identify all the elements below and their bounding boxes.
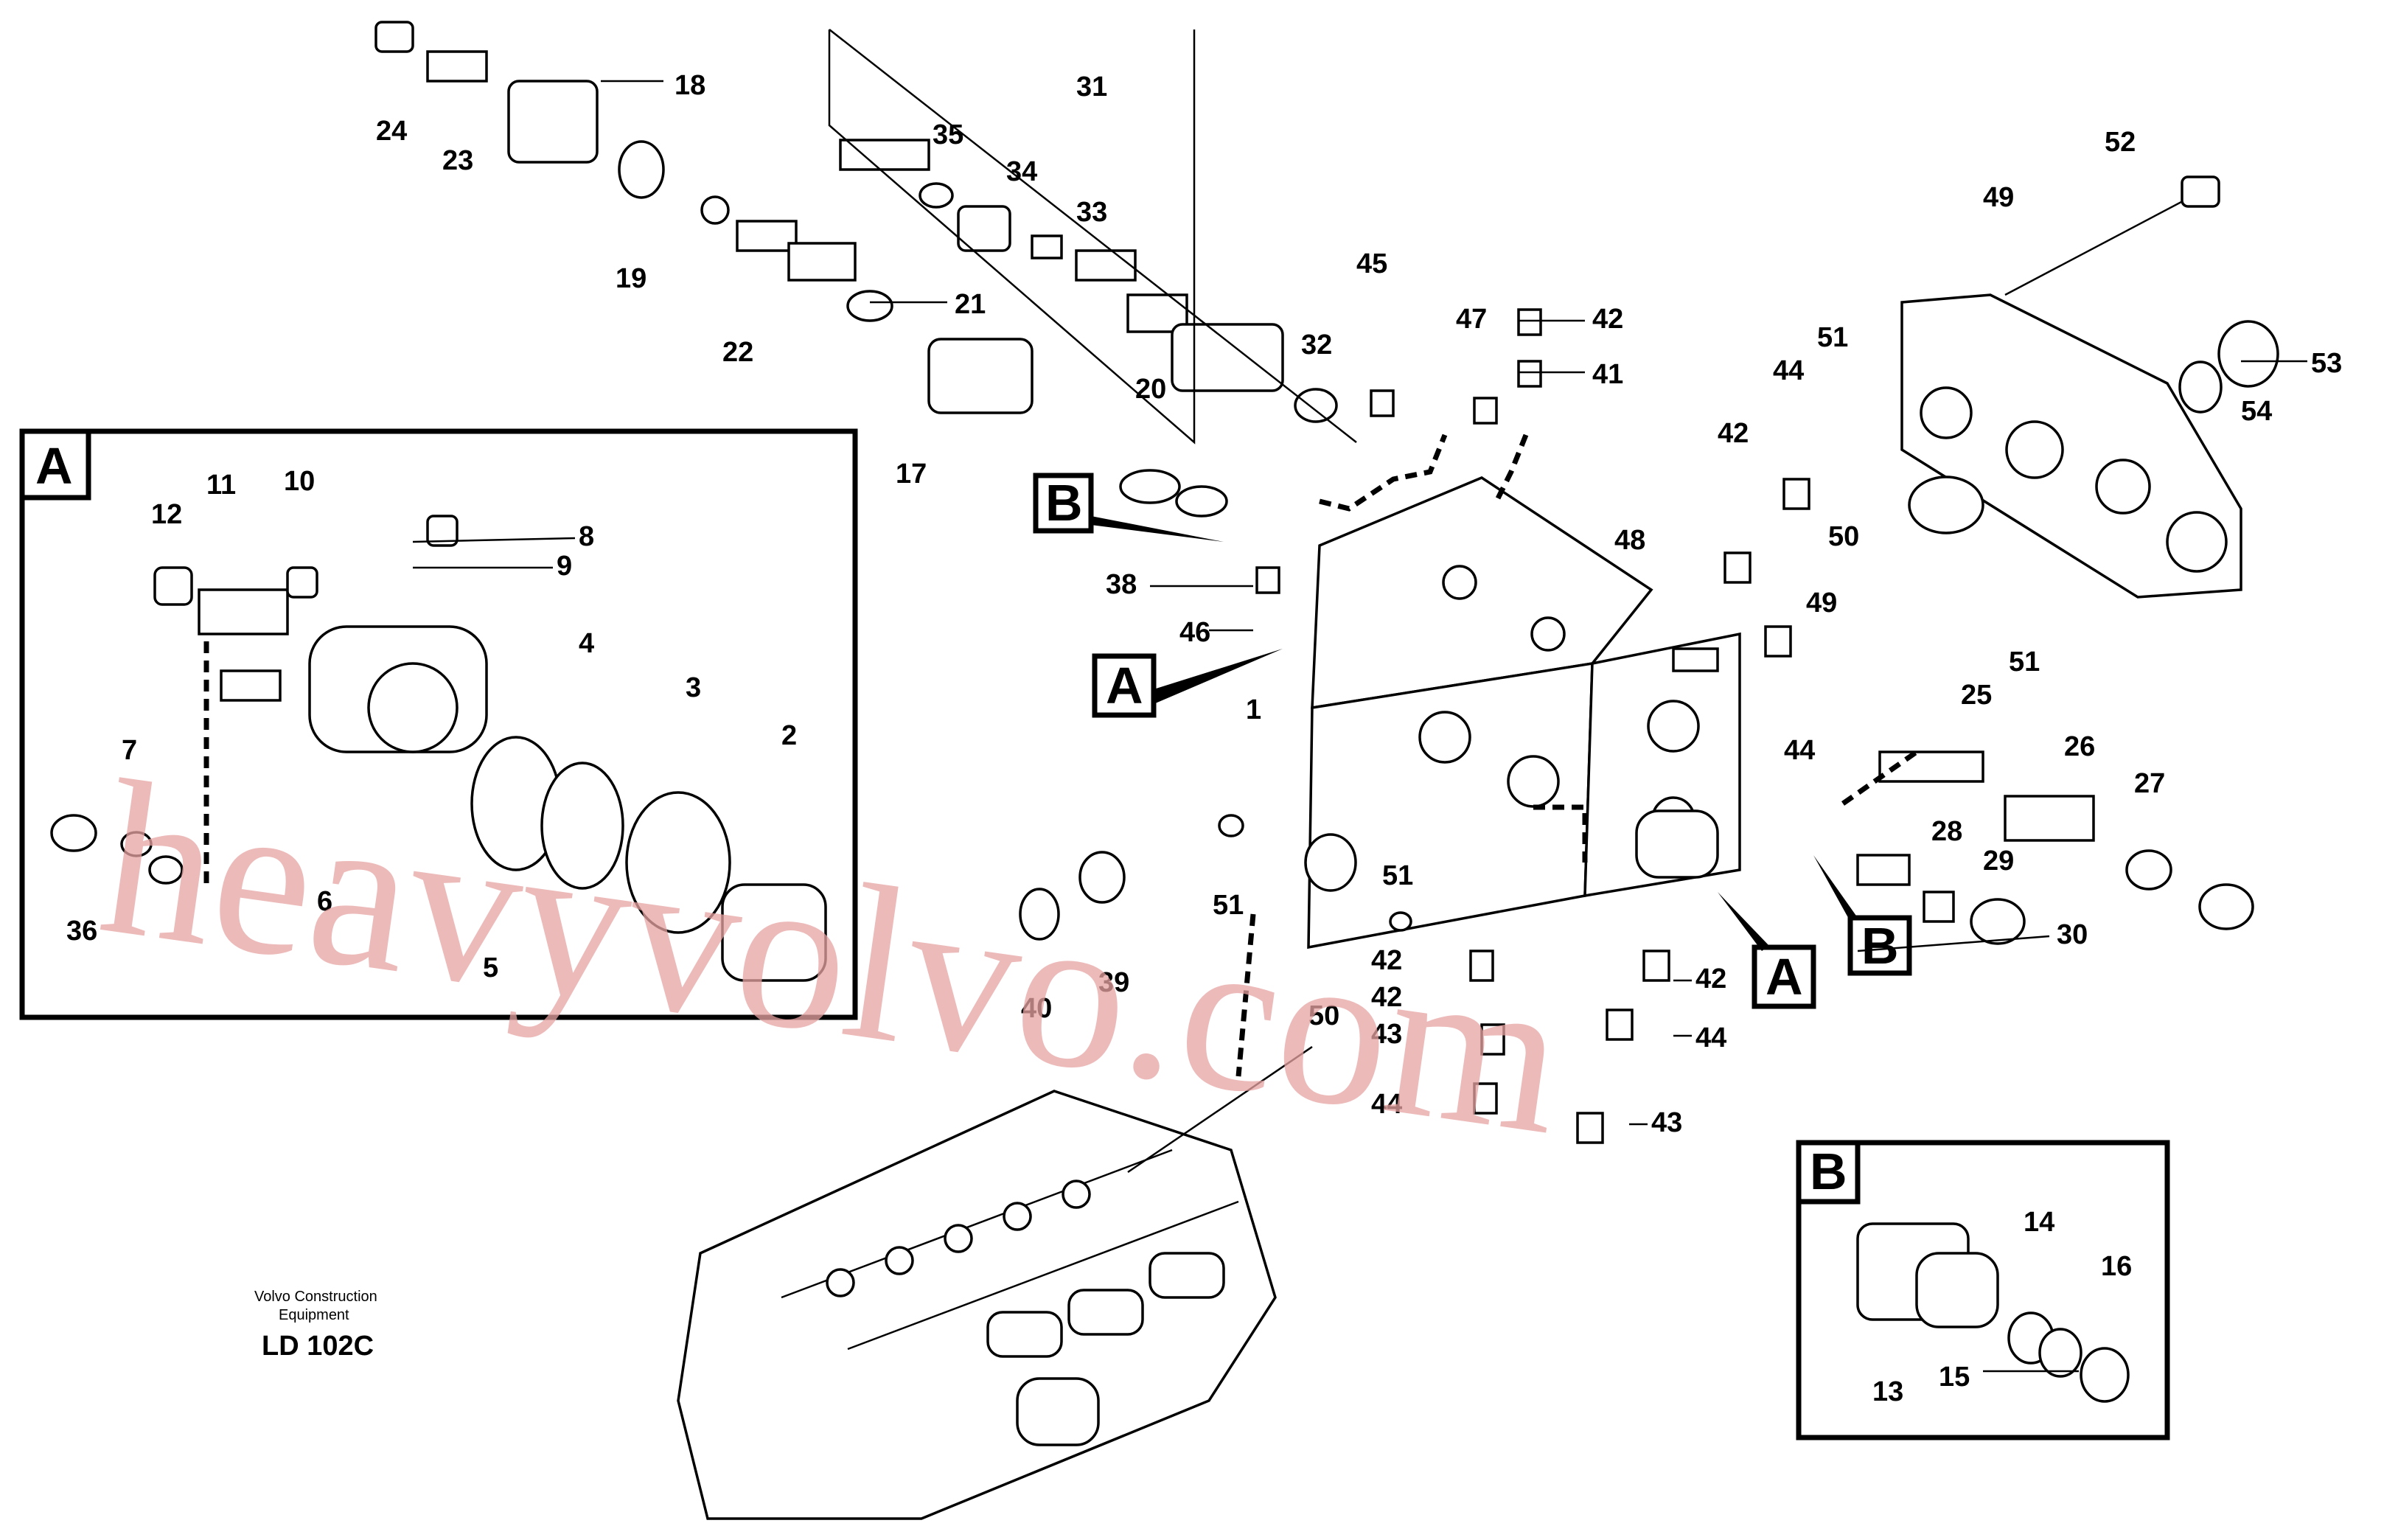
- callout-10: 10: [284, 466, 315, 497]
- callout-42: 42: [1592, 304, 1623, 335]
- callout-48: 48: [1614, 525, 1645, 556]
- callout-44b: 44: [1784, 735, 1815, 766]
- callout-7: 7: [122, 735, 137, 766]
- callout-33: 33: [1076, 197, 1107, 228]
- callout-51d: 51: [1382, 860, 1413, 891]
- section-marker-a-1: A: [1092, 649, 1283, 718]
- callout-44c: 44: [1695, 1022, 1726, 1053]
- callout-18: 18: [675, 70, 705, 101]
- callout-52: 52: [2105, 127, 2136, 158]
- drawing-code: LD 102C: [262, 1331, 374, 1362]
- callout-16: 16: [2101, 1251, 2132, 1282]
- section-marker-b-2: B: [1813, 855, 1912, 976]
- callout-30: 30: [2057, 919, 2088, 950]
- callout-5: 5: [483, 952, 498, 983]
- callout-54: 54: [2241, 396, 2272, 427]
- leader-lines: [412, 80, 2307, 1373]
- valve-assembly-31: [828, 29, 1357, 445]
- callout-50b: 50: [1308, 1000, 1339, 1031]
- callout-19: 19: [616, 263, 646, 294]
- complete-valve-illustration: [677, 1045, 1313, 1520]
- svg-text:A: A: [1766, 948, 1803, 1006]
- section-marker-b-1: B: [1033, 473, 1224, 542]
- callout-22: 22: [722, 337, 753, 368]
- callout-50: 50: [1828, 521, 1859, 552]
- callout-40: 40: [1021, 993, 1052, 1024]
- drawing-credit: Volvo Construction Equipment LD 102C: [254, 1289, 377, 1362]
- svg-text:A: A: [1106, 657, 1143, 714]
- callout-53: 53: [2311, 348, 2342, 379]
- callout-39: 39: [1098, 967, 1129, 998]
- lower-parts: [203, 308, 2254, 1144]
- callout-42b: 42: [1718, 418, 1749, 449]
- callout-4: 4: [579, 628, 594, 659]
- callout-12: 12: [151, 499, 182, 530]
- inset-a-label: A: [35, 437, 73, 495]
- callout-51b: 51: [2009, 647, 2040, 677]
- inset-b: B: [1796, 1140, 2170, 1440]
- svg-text:B: B: [1861, 917, 1899, 975]
- callout-42c: 42: [1695, 964, 1726, 994]
- callout-41: 41: [1592, 359, 1623, 390]
- callout-17: 17: [896, 459, 927, 489]
- callout-8: 8: [579, 521, 594, 552]
- side-cover-49: [1900, 175, 2279, 599]
- callout-24: 24: [376, 116, 407, 147]
- callout-9: 9: [557, 551, 572, 582]
- callout-28: 28: [1931, 816, 1962, 847]
- callout-21: 21: [955, 289, 986, 320]
- callout-32: 32: [1301, 330, 1332, 360]
- callout-6: 6: [317, 886, 332, 917]
- callout-25: 25: [1961, 680, 1992, 711]
- callout-43: 43: [1371, 1019, 1402, 1050]
- callout-2: 2: [781, 720, 797, 751]
- callout-15: 15: [1939, 1362, 1970, 1393]
- relief-valve-assembly: [374, 21, 1228, 518]
- callout-13: 13: [1872, 1376, 1903, 1407]
- inset-a: A: [19, 428, 858, 1020]
- callout-23: 23: [442, 145, 473, 176]
- callout-26: 26: [2064, 731, 2095, 762]
- svg-text:B: B: [1045, 474, 1083, 532]
- section-marker-a-2: A: [1718, 892, 1816, 1009]
- callout-14: 14: [2024, 1207, 2054, 1238]
- callout-numbers: 1 2 3 4 5 6 7 8 9 10 11 12 13 14 15 16 1…: [66, 70, 2342, 1407]
- callout-27: 27: [2134, 768, 2165, 799]
- callout-45: 45: [1356, 248, 1387, 279]
- credit-line-2: Equipment: [279, 1307, 349, 1323]
- callout-20: 20: [1135, 374, 1166, 405]
- callout-49b: 49: [1806, 588, 1837, 619]
- callout-43b: 43: [1651, 1107, 1682, 1138]
- callout-44: 44: [1773, 355, 1804, 386]
- callout-29: 29: [1983, 846, 2014, 877]
- credit-line-1: Volvo Construction: [254, 1289, 377, 1305]
- callout-46: 46: [1179, 617, 1210, 648]
- callout-34: 34: [1006, 156, 1037, 187]
- callout-31: 31: [1076, 72, 1107, 102]
- callout-42d: 42: [1371, 945, 1402, 976]
- callout-51c: 51: [1213, 890, 1244, 921]
- callout-47: 47: [1456, 304, 1487, 335]
- inset-b-label: B: [1810, 1143, 1847, 1200]
- callout-38: 38: [1106, 569, 1137, 600]
- callout-11: 11: [206, 470, 236, 501]
- callout-51: 51: [1817, 322, 1848, 353]
- callout-44d: 44: [1371, 1089, 1402, 1120]
- callout-3: 3: [686, 672, 701, 703]
- callout-1: 1: [1246, 694, 1261, 725]
- callout-42e: 42: [1371, 982, 1402, 1013]
- callout-36: 36: [66, 916, 97, 947]
- callout-49: 49: [1983, 182, 2014, 213]
- callout-35: 35: [933, 119, 963, 150]
